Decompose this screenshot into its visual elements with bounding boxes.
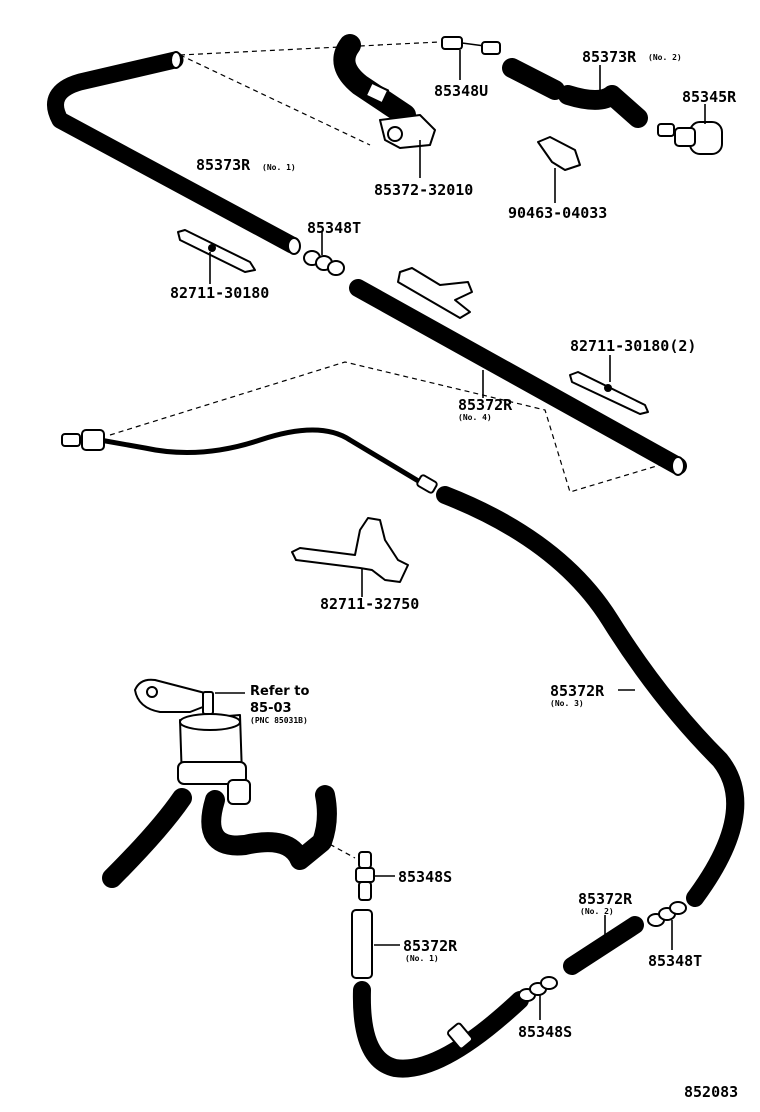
bracket-on-hose (397, 267, 473, 319)
hose-85372r-no3-inner (439, 489, 742, 904)
label-90463-04033: 90463-04033 (508, 204, 607, 222)
elbow-nozzle (387, 126, 403, 142)
pump-top-cap (179, 713, 241, 731)
pump-base (177, 761, 247, 785)
label-85348u: 85348U (434, 82, 488, 100)
nozzle-85345r-neck (674, 127, 696, 147)
connector-85348t-bottom (647, 901, 687, 927)
label-ref-pnc: (PNC 85031B) (250, 716, 308, 725)
label-85372r-no1: 85372R (403, 937, 458, 955)
label-refer-to: Refer to (250, 684, 309, 699)
label-85372-32010: 85372-32010 (374, 181, 473, 199)
label-85345r: 85345R (682, 88, 737, 106)
bracket-82711-30180-left (177, 229, 256, 273)
elbow-clamp (364, 81, 390, 105)
bracket-82711-32750 (291, 517, 409, 583)
label-85348t-top: 85348T (307, 219, 361, 237)
connector-85348u-body (481, 41, 501, 55)
hose-85372r-no1 (351, 909, 373, 979)
dashed-guide-pump (321, 839, 356, 859)
bracket-rivet (208, 244, 216, 252)
hose-85373r-no2-a-inner (505, 61, 562, 97)
hose-lower-clamp (447, 1022, 473, 1050)
dashed-guide-mid (109, 361, 671, 493)
drawing-number: 852083 (684, 1083, 738, 1101)
dashed-guide-topright (377, 41, 441, 46)
connector-85348s-mid (355, 851, 375, 901)
connector-85348u (441, 36, 463, 50)
hose-end-cap-left (170, 51, 182, 69)
label-82711-32750: 82711-32750 (320, 595, 419, 613)
label-82711-30180-left: 82711-30180 (170, 284, 269, 302)
tube-end-fitting-left (61, 433, 81, 447)
label-85372r-no4-sub: (No. 4) (458, 413, 492, 422)
pump-hose-left-inner (105, 791, 189, 885)
label-85372r-no3: 85372R (550, 682, 605, 700)
tube-end-fitting-left-nut (81, 429, 105, 451)
hose-85373r-no1-inner (49, 54, 298, 251)
tube-end-fitting-right (416, 474, 438, 494)
label-85372r-no4: 85372R (458, 396, 513, 414)
pump-outlet (227, 779, 251, 805)
hose-85372r-no4-inner (352, 282, 684, 472)
label-85348t-bottom: 85348T (648, 952, 702, 970)
pump-hose-right-inner (204, 788, 334, 867)
elbow-inner (336, 37, 413, 123)
label-85373r-no2: 85373R (582, 48, 637, 66)
label-85348s-bottom: 85348S (518, 1023, 572, 1041)
bracket-right-rivet (604, 384, 612, 392)
nozzle-85345r-tip (657, 123, 675, 137)
bracket-82711-30180-right (569, 371, 649, 415)
pump-mount-bracket (134, 678, 209, 713)
hose-85372r-no2-inner (566, 919, 641, 972)
label-85373r-no1: 85373R (196, 156, 251, 174)
label-85372r-no3-sub: (No. 3) (550, 699, 584, 708)
hose-85373r-no1 (47, 51, 301, 254)
hose-end-cap (287, 237, 301, 255)
label-82711-30180-right: 82711-30180(2) (570, 337, 696, 355)
label-85373r-no2-sub: (No. 2) (648, 53, 682, 62)
pump-inlet-nipple (202, 691, 214, 715)
metal-tube-inner (99, 429, 426, 486)
clip-90463-04033 (537, 136, 581, 171)
hose-no4-end (671, 456, 685, 476)
hose-85373r-no2-b-inner (561, 88, 645, 125)
hose-lower-u-inner (355, 984, 526, 1075)
pump-mount-hole (146, 686, 158, 698)
connector-85348s-bottom (518, 976, 558, 1002)
label-ref-page: 85-03 (250, 701, 292, 716)
label-85372r-no2-sub: (No. 2) (580, 907, 614, 916)
label-85348s-mid: 85348S (398, 868, 452, 886)
label-85372r-no1-sub: (No. 1) (405, 954, 439, 963)
connector-85348t-top (303, 250, 345, 276)
label-85373r-no1-sub: (No. 1) (262, 163, 296, 172)
label-85372r-no2: 85372R (578, 890, 633, 908)
